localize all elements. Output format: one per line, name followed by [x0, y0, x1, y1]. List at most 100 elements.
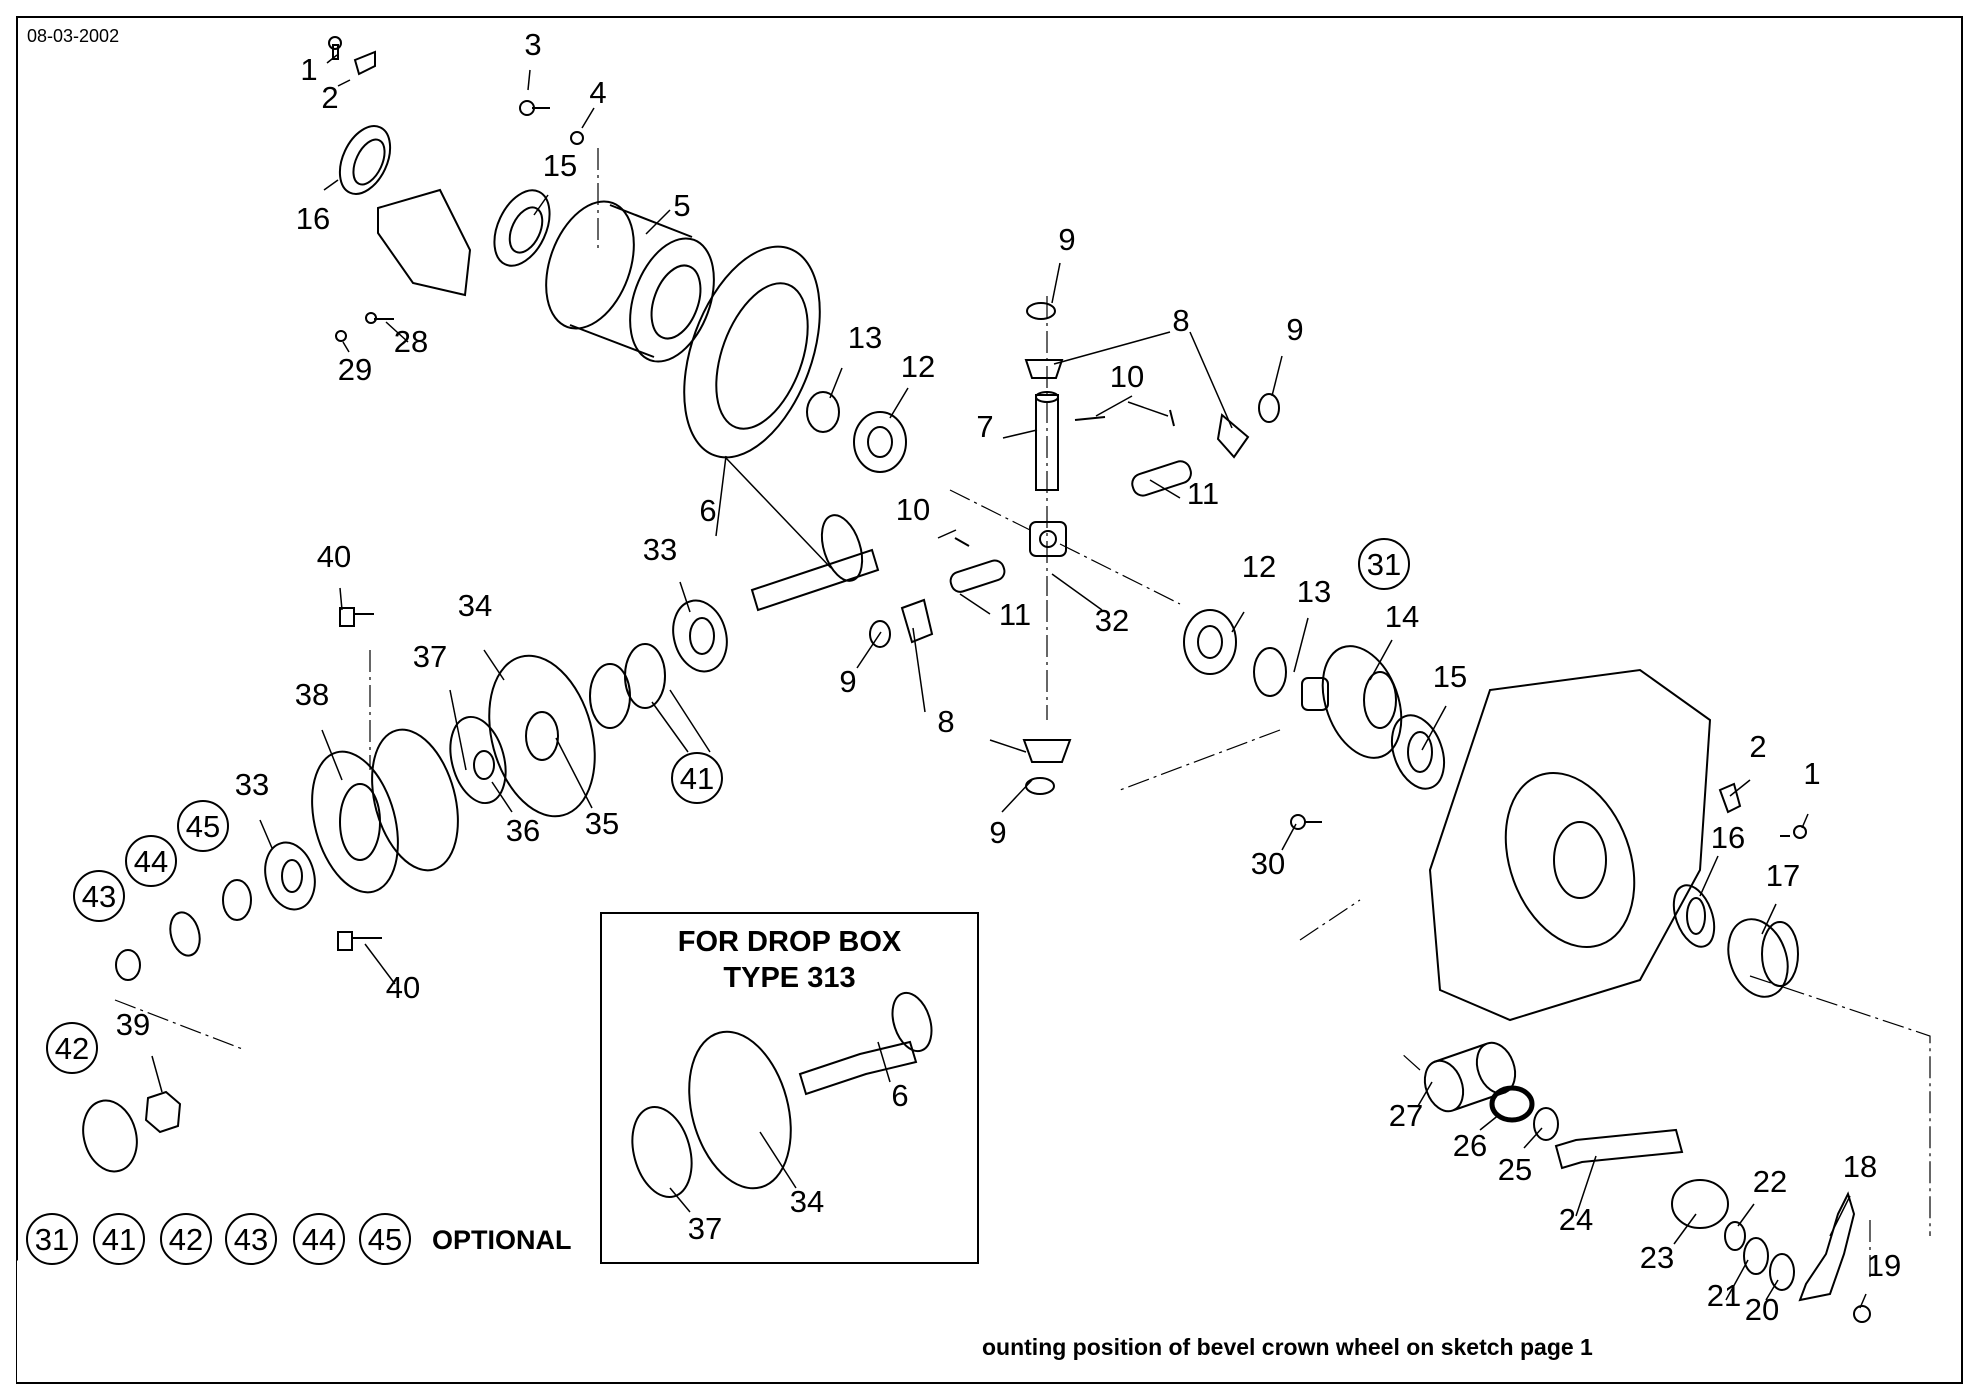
optional-item-45: 45 [359, 1213, 411, 1265]
pin-11-a [1131, 460, 1192, 497]
legend-circle [293, 1213, 345, 1265]
pinion-8-b [1216, 413, 1250, 459]
pinion-8-a [1024, 359, 1064, 379]
washer-9-a [1026, 302, 1056, 320]
o-ring-21 [1743, 1237, 1769, 1275]
callout-29: 29 [338, 352, 372, 387]
callout-27: 27 [1389, 1098, 1423, 1133]
inset-title: FOR DROP BOX TYPE 313 [602, 924, 977, 996]
callout-25: 25 [1498, 1152, 1532, 1187]
legend-number: 42 [169, 1222, 203, 1257]
legend-circle [93, 1213, 145, 1265]
callout-number: 42 [55, 1031, 89, 1066]
callout-number: 31 [1367, 547, 1401, 582]
callout-11: 11 [1187, 476, 1219, 511]
legend-circle [225, 1213, 277, 1265]
callout-32: 32 [1095, 603, 1129, 638]
o-ring-44 [169, 911, 201, 957]
callout-2: 2 [321, 80, 338, 115]
flange-14 [1321, 645, 1403, 759]
screw-1-right [1780, 825, 1807, 839]
seal-45 [222, 879, 252, 921]
callout-10: 10 [1110, 359, 1144, 394]
bearing-33-top [672, 599, 728, 673]
callout-circle [1358, 538, 1410, 590]
bracket-2-top [353, 50, 376, 76]
callout-10: 10 [896, 492, 930, 527]
callout-38: 38 [295, 677, 329, 712]
shift-fork-18 [1798, 1191, 1856, 1302]
callout-circle [46, 1022, 98, 1074]
callout-2: 2 [1749, 729, 1766, 764]
bearing-33-bottom [264, 841, 316, 911]
cross-block-32 [1029, 521, 1067, 557]
bracket-2-right [1718, 782, 1742, 814]
inset-o-ring-37 [631, 1105, 693, 1199]
callout-1: 1 [1803, 756, 1820, 791]
legend-number: 43 [234, 1222, 268, 1257]
nut-39 [144, 1090, 182, 1134]
pin-10-c [954, 537, 970, 547]
drawing-date: 08-03-2002 [27, 26, 120, 46]
part-shapes [82, 36, 1871, 1323]
shaft-23 [1671, 1179, 1729, 1229]
callout-6: 6 [699, 493, 716, 528]
callout-13: 13 [848, 320, 882, 355]
optional-item-42: 42 [160, 1213, 212, 1265]
legend-number: 31 [35, 1222, 69, 1257]
callout-39: 39 [116, 1007, 150, 1042]
side-gear-12-top [853, 411, 907, 473]
sleeve-27 [1423, 1041, 1517, 1113]
callout-28: 28 [394, 324, 428, 359]
centre-lines [114, 148, 1931, 1280]
callout-36: 36 [506, 813, 540, 848]
drawing-frame [16, 16, 1963, 1384]
gearbox-housing [1428, 668, 1712, 1022]
callout-circle [177, 800, 229, 852]
pin-11-b [949, 559, 1006, 593]
callout-3: 3 [524, 27, 541, 62]
o-ring-25 [1533, 1107, 1559, 1141]
flange-38 [311, 728, 459, 894]
callout-18: 18 [1843, 1149, 1877, 1184]
washer-9-c [869, 620, 891, 648]
callout-11: 11 [999, 597, 1031, 632]
callout-24: 24 [1559, 1202, 1593, 1237]
callout-circle [73, 870, 125, 922]
cover-plate [377, 188, 472, 297]
pinion-8-c [900, 598, 934, 644]
washer-9-d [1025, 777, 1055, 795]
callout-34: 34 [458, 588, 492, 623]
bearing-15-top [493, 189, 551, 267]
leader-lines [151, 54, 1867, 1309]
circled-callout-41: 41 [671, 752, 723, 804]
o-ring-22 [1724, 1221, 1746, 1251]
callout-15: 15 [1433, 659, 1467, 694]
screw-3 [519, 100, 550, 116]
frame-cutout [17, 1262, 977, 1382]
callout-35: 35 [585, 806, 619, 841]
callout-33: 33 [643, 532, 677, 567]
screw-1-top [328, 36, 342, 60]
optional-item-31: 31 [26, 1213, 78, 1265]
shaft-24 [1554, 1128, 1684, 1170]
legend-circle [26, 1213, 78, 1265]
callout-5: 5 [673, 188, 690, 223]
callout-12: 12 [1242, 549, 1276, 584]
callout-20: 20 [1745, 1292, 1779, 1327]
washer-9-b [1258, 393, 1280, 423]
callout-22: 22 [1753, 1164, 1787, 1199]
callout-37: 37 [413, 639, 447, 674]
legend-number: 44 [302, 1222, 336, 1257]
seal-41 [589, 643, 666, 729]
pin-10-b [1169, 409, 1175, 427]
spacer-43 [115, 949, 141, 981]
legend-circle [160, 1213, 212, 1265]
circled-callout-31: 31 [1358, 538, 1410, 590]
circled-callout-45: 45 [177, 800, 229, 852]
callout-19: 19 [1867, 1248, 1901, 1283]
callout-9: 9 [1286, 312, 1303, 347]
washer-13-top [806, 391, 840, 433]
callout-13: 13 [1297, 574, 1331, 609]
